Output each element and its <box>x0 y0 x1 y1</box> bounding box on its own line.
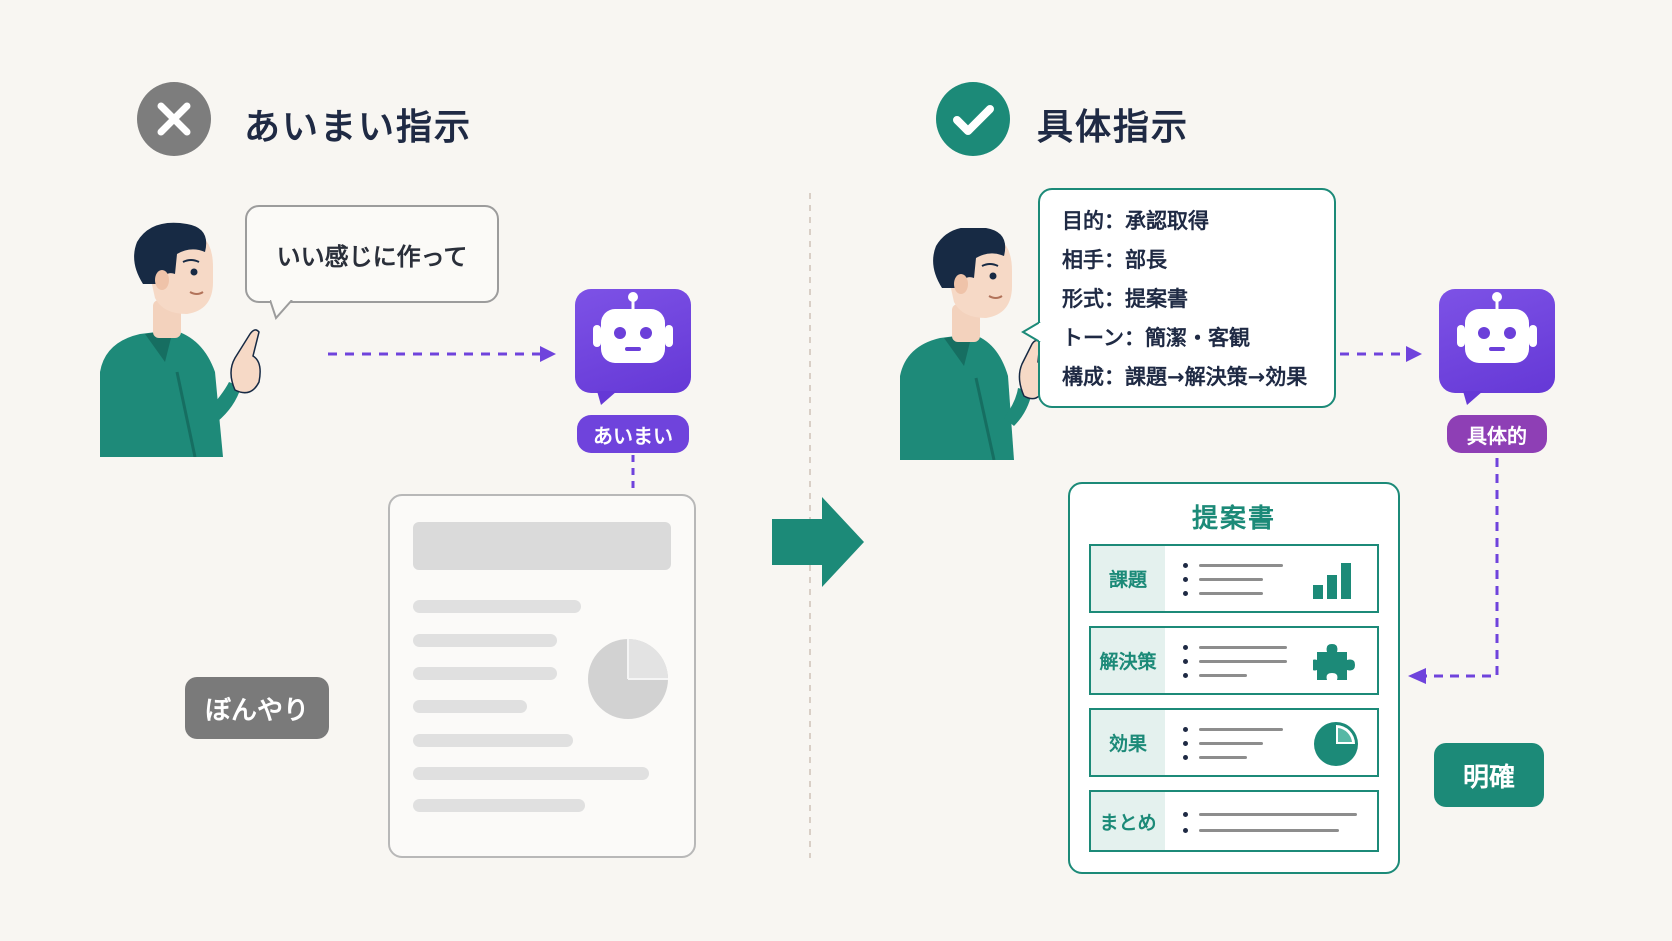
person-illustration <box>900 228 1046 460</box>
text-placeholder <box>413 799 585 812</box>
dashed-arrow <box>1408 458 1499 684</box>
speech-tail <box>1021 321 1041 343</box>
spec-line-purpose: 目的：承認取得 <box>1062 209 1209 233</box>
spec-line-structure: 構成：課題→解決策→効果 <box>1062 365 1308 389</box>
text-placeholder <box>413 600 581 613</box>
divider-line <box>809 193 811 858</box>
dashed-arrow <box>328 346 556 362</box>
robot-tail <box>1463 391 1483 405</box>
check-circle-icon <box>936 82 1010 156</box>
dashed-arrow <box>1340 346 1422 362</box>
spec-speech-bubble: 目的：承認取得 相手：部長 形式：提案書 トーン：簡潔・客観 構成：課題→解決策… <box>1038 188 1336 408</box>
section-row: 解決策 <box>1089 626 1379 695</box>
person-illustration <box>100 222 261 457</box>
vague-robot-tag: あいまい <box>577 415 689 453</box>
pie-chart-icon <box>1314 722 1358 766</box>
robot-tail <box>597 391 617 405</box>
specific-robot-tag: 具体的 <box>1447 415 1547 453</box>
robot-icon <box>575 289 691 393</box>
dashed-connector <box>631 455 635 495</box>
arrow-right-icon <box>772 497 864 587</box>
speech-tail <box>270 300 293 320</box>
text-placeholder <box>413 667 557 680</box>
section-label: 解決策 <box>1091 628 1165 693</box>
specific-heading: 具体指示 <box>1037 107 1190 148</box>
pie-placeholder-icon <box>588 639 668 719</box>
text-placeholder <box>413 634 557 647</box>
section-row: 課題 <box>1089 544 1379 613</box>
robot-icon <box>1439 289 1555 393</box>
vague-speech-text: いい感じに作って <box>276 242 468 271</box>
vague-heading: あいまい指示 <box>244 107 473 148</box>
spec-line-audience: 相手：部長 <box>1062 248 1167 272</box>
text-placeholder <box>413 700 527 713</box>
spec-line-tone: トーン：簡潔・客観 <box>1062 326 1250 350</box>
vague-speech-bubble: いい感じに作って <box>245 205 499 303</box>
section-row: 効果 <box>1089 708 1379 777</box>
bar-chart-icon <box>1313 563 1351 599</box>
puzzle-icon <box>1313 644 1355 680</box>
spec-line-format: 形式：提案書 <box>1062 287 1188 311</box>
section-row: まとめ <box>1089 790 1379 852</box>
section-label: 課題 <box>1091 546 1165 611</box>
doc-title-placeholder <box>413 522 671 570</box>
clear-badge: 明確 <box>1434 743 1544 807</box>
proposal-title: 提案書 <box>1191 504 1276 534</box>
x-circle-icon <box>137 82 211 156</box>
text-placeholder <box>413 734 573 747</box>
section-label: まとめ <box>1091 792 1165 850</box>
vague-badge: ぼんやり <box>185 677 329 739</box>
section-label: 効果 <box>1091 710 1165 775</box>
text-placeholder <box>413 767 649 780</box>
